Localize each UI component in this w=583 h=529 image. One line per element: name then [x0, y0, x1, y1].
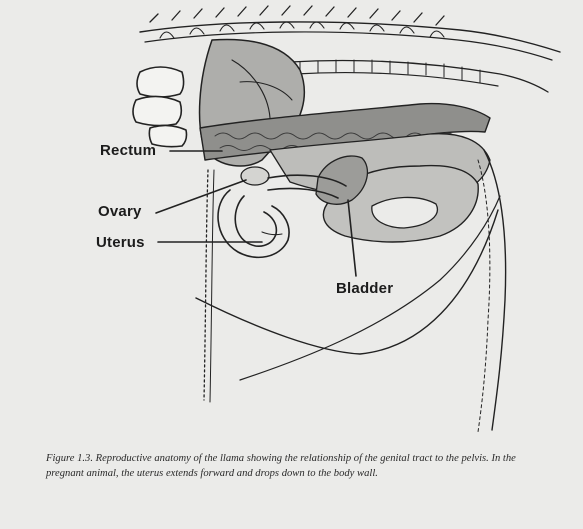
hind-limb [484, 150, 506, 430]
lumbar-vertebrae [133, 67, 187, 147]
sacral-vertebrae [290, 60, 548, 92]
ovary-shape [241, 167, 269, 185]
bladder-label: Bladder [336, 280, 393, 297]
rectum-label: Rectum [100, 142, 156, 159]
ovary-label: Ovary [98, 203, 142, 220]
uterus-label: Uterus [96, 234, 145, 251]
llama-reproductive-anatomy-diagram [0, 0, 583, 440]
abdominal-wall [204, 170, 208, 400]
spine [140, 6, 560, 60]
figure-caption: Figure 1.3. Reproductive anatomy of the … [46, 451, 556, 481]
ovary-leader [156, 180, 246, 213]
